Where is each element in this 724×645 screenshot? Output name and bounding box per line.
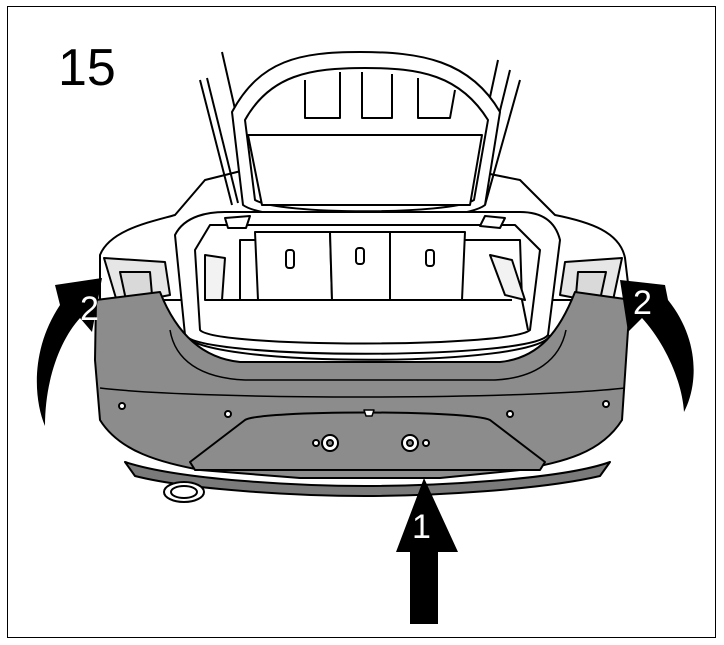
push-arrow: 1 (396, 478, 458, 624)
cargo-area (174, 211, 561, 361)
callout-2-left-label: 2 (80, 290, 99, 328)
callout-2-right-label: 2 (633, 284, 652, 322)
callout-1-label: 1 (412, 508, 431, 546)
pull-arrow-left: 2 (36, 278, 102, 426)
step-number: 15 (58, 39, 116, 97)
open-tailgate (199, 51, 521, 221)
rear-bumper (94, 291, 633, 503)
pull-arrow-right: 2 (620, 280, 694, 412)
